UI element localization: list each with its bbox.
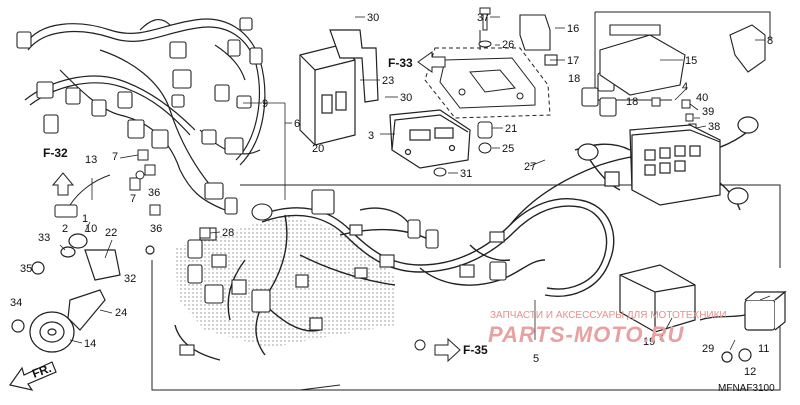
part-number-4: 4: [682, 81, 688, 93]
part-number-23: 23: [382, 75, 394, 87]
part-number-13: 13: [85, 154, 97, 166]
part-number-38: 38: [708, 121, 720, 133]
part-number-7b: 7: [130, 193, 136, 205]
diagram-code: MFNAF3100: [718, 383, 775, 394]
relay-16: [519, 14, 558, 66]
part-number-10: 10: [85, 223, 97, 235]
part-number-18b: 18: [626, 96, 638, 108]
part-number-30a: 30: [367, 12, 379, 24]
part-number-27: 27: [524, 161, 536, 173]
part-number-12: 12: [744, 366, 756, 378]
case-19: [619, 264, 787, 363]
part-number-34: 34: [10, 297, 22, 309]
grommets: [433, 121, 493, 177]
part-number-16: 16: [567, 23, 579, 35]
part-number-3: 3: [368, 130, 374, 142]
part-number-39: 39: [702, 106, 714, 118]
part-number-19: 19: [643, 336, 655, 348]
f33-arrow: [417, 51, 446, 73]
leader-lines: [59, 16, 771, 351]
part-number-20: 20: [312, 143, 324, 155]
tray-group: [424, 30, 551, 119]
f35-arrow: [434, 337, 461, 363]
part-number-17: 17: [567, 55, 579, 67]
watermark-logo: PARTS-MOTO.RU: [488, 322, 684, 347]
part-number-1: 1: [82, 213, 88, 225]
part-number-14: 14: [84, 338, 96, 350]
part-number-31: 31: [460, 168, 472, 180]
sensor-13: [54, 174, 111, 218]
frame-lines: [151, 11, 781, 391]
part-number-26: 26: [502, 39, 514, 51]
part-number-2: 2: [62, 223, 68, 235]
upper-harness-connectors: [16, 17, 263, 215]
main-harness-connectors: [179, 189, 507, 356]
main-fusebox: [577, 116, 759, 206]
part-number-32: 32: [124, 273, 136, 285]
bolt-37: [478, 7, 492, 48]
part-number-28: 28: [222, 227, 234, 239]
part-labels: 30 37 16 26 17 8 15 23 9 30 18 18 4 40 3…: [10, 12, 773, 378]
f32-arrow: [51, 172, 75, 196]
part-number-9: 9: [262, 98, 268, 110]
front-direction-label: FR.: [30, 361, 53, 381]
part-number-36a: 36: [148, 187, 160, 199]
part-number-30b: 30: [400, 92, 412, 104]
part-number-29: 29: [702, 343, 714, 355]
part-number-5: 5: [533, 353, 539, 365]
part-number-7a: 7: [112, 151, 118, 163]
section-references: F-32 F-33 F-35 FR.: [30, 56, 488, 381]
reference-f33[interactable]: F-33: [388, 56, 413, 70]
part-number-37: 37: [477, 12, 489, 24]
part-number-15: 15: [685, 55, 697, 67]
part-number-11: 11: [758, 343, 769, 355]
clips: [129, 149, 426, 351]
part-number-25: 25: [502, 143, 514, 155]
part-number-40: 40: [696, 92, 708, 104]
part-number-36b: 36: [150, 223, 162, 235]
part-number-18a: 18: [568, 73, 580, 85]
part-number-6: 6: [294, 118, 300, 130]
stipple-area: [175, 215, 395, 348]
reference-f35[interactable]: F-35: [463, 343, 488, 357]
horn-group: [11, 233, 155, 353]
watermark: ЗАПЧАСТИ И АКСЕССУАРЫ ДЛЯ МОТОТЕХНИКИ PA…: [488, 310, 727, 347]
part-number-8: 8: [767, 35, 773, 47]
part-number-24: 24: [115, 307, 127, 319]
reference-f32[interactable]: F-32: [43, 146, 68, 160]
watermark-caption: ЗАПЧАСТИ И АКСЕССУАРЫ ДЛЯ МОТОТЕХНИКИ: [490, 310, 727, 321]
fusebox-cover: [599, 24, 766, 96]
ecu-group: [299, 29, 471, 169]
fr-arrow: [8, 361, 57, 391]
part-number-22: 22: [105, 227, 117, 239]
part-number-33: 33: [38, 232, 50, 244]
part-number-35: 35: [20, 263, 32, 275]
part-number-21: 21: [505, 123, 517, 135]
